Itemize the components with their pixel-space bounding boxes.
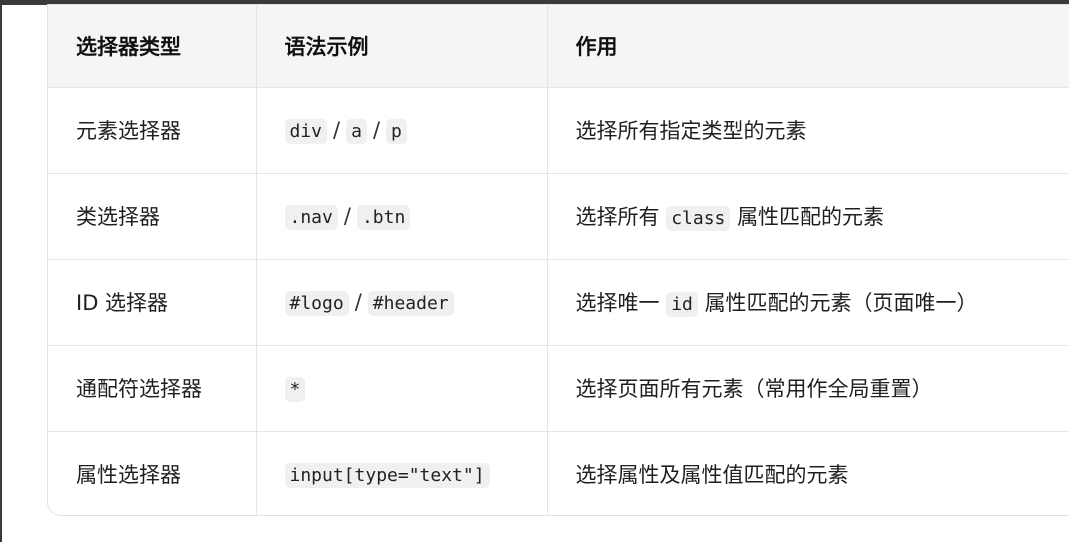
code-snippet: .nav [284,205,338,230]
table-header-row: 选择器类型 语法示例 作用 [48,5,1069,88]
cell-selector-type: 类选择器 [48,173,257,260]
header-selector-type: 选择器类型 [48,5,257,88]
code-snippet: a [346,119,367,144]
cell-syntax: #logo/#header [256,259,548,346]
cell-syntax: .nav/.btn [256,173,548,260]
code-snippet: div [284,119,328,144]
cell-selector-type: 通配符选择器 [48,345,257,432]
cell-effect: 选择所有指定类型的元素 [547,87,1069,174]
table-row: 属性选择器 input[type="text"] 选择属性及属性值匹配的元素 [48,431,1069,515]
effect-text: 选择所有指定类型的元素 [575,119,807,143]
selector-table-container: 选择器类型 语法示例 作用 元素选择器 div/a/p 选择所有指定类型的元素 … [47,4,1069,516]
separator: / [333,118,341,142]
code-snippet: * [284,377,306,402]
cell-effect: 选择所有 class 属性匹配的元素 [547,173,1069,260]
window-top-border [0,0,1069,5]
code-snippet: #logo [284,291,349,316]
cell-selector-type: 元素选择器 [48,87,257,174]
cell-selector-type: 属性选择器 [48,431,257,515]
code-snippet: .btn [356,205,411,230]
cell-syntax: div/a/p [256,87,548,174]
effect-text: 选择唯一 [575,291,660,315]
window-left-border [0,0,2,542]
effect-text: 选择所有 [575,205,660,229]
separator: / [354,290,362,314]
cell-syntax: * [256,345,548,432]
table-row: 元素选择器 div/a/p 选择所有指定类型的元素 [48,87,1069,174]
cell-syntax: input[type="text"] [256,431,548,515]
cell-effect: 选择页面所有元素（常用作全局重置） [547,345,1069,432]
header-syntax-example: 语法示例 [256,5,548,88]
cell-effect: 选择属性及属性值匹配的元素 [547,431,1069,515]
inline-code: id [666,292,698,317]
selector-table: 选择器类型 语法示例 作用 元素选择器 div/a/p 选择所有指定类型的元素 … [48,5,1069,515]
inline-code: class [666,206,731,231]
effect-text: 属性匹配的元素 [737,205,885,229]
cell-effect: 选择唯一 id 属性匹配的元素（页面唯一） [547,259,1069,346]
code-snippet: #header [367,291,454,316]
table-row: 类选择器 .nav/.btn 选择所有 class 属性匹配的元素 [48,173,1069,260]
table-row: 通配符选择器 * 选择页面所有元素（常用作全局重置） [48,345,1069,432]
code-snippet: p [386,119,407,144]
separator: / [372,118,381,142]
table-row: ID 选择器 #logo/#header 选择唯一 id 属性匹配的元素（页面唯… [48,259,1069,346]
code-snippet: input[type="text"] [284,463,490,489]
separator: / [343,204,351,228]
header-effect: 作用 [547,5,1069,88]
cell-selector-type: ID 选择器 [48,259,257,346]
effect-text: 选择属性及属性值匹配的元素 [575,463,849,488]
effect-text: 选择页面所有元素（常用作全局重置） [575,377,933,401]
effect-text: 属性匹配的元素（页面唯一） [704,291,978,315]
